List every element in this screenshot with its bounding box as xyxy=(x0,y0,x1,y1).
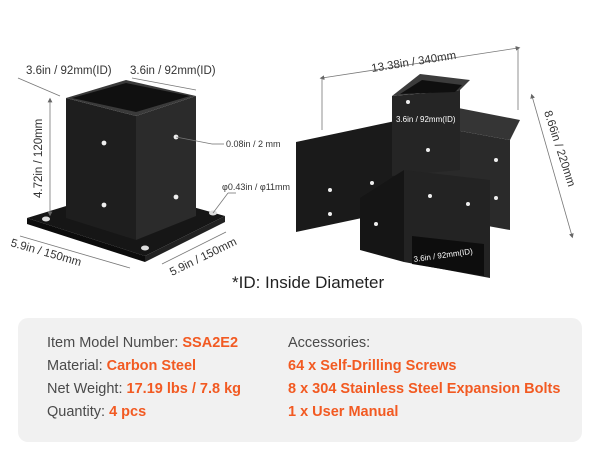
spec-material-label: Material: xyxy=(47,358,103,374)
accessory-item: 8 x 304 Stainless Steel Expansion Bolts xyxy=(288,381,561,397)
spec-material-value: Carbon Steel xyxy=(106,358,197,374)
dim-base-width-a: 5.9in / 150mm xyxy=(9,237,82,269)
dim-inside-width-a: 3.6in / 92mm(ID) xyxy=(26,65,112,77)
spec-weight-value: 17.19 lbs / 7.8 kg xyxy=(126,381,241,397)
spec-model-value: SSA2E2 xyxy=(182,335,239,351)
dim-hole-diameter: φ0.43in / φ11mm xyxy=(222,182,290,192)
connector-bracket xyxy=(296,74,520,278)
spec-model: Item Model Number: SSA2E2 xyxy=(47,332,241,355)
mount-hole-icon xyxy=(42,216,50,222)
mount-hole-icon xyxy=(141,245,149,251)
spec-quantity: Quantity: 4 pcs xyxy=(47,401,241,424)
spec-material: Material: Carbon Steel xyxy=(47,355,241,378)
dim-connector-length: 13.38in / 340mm xyxy=(371,50,457,75)
dim-thickness: 0.08in / 2 mm xyxy=(226,139,281,149)
connector-dimension-lines xyxy=(319,45,574,239)
accessories-list: Accessories: 64 x Self-Drilling Screws 8… xyxy=(288,332,560,424)
post-base-dimension-lines xyxy=(17,77,236,269)
spec-panel: Item Model Number: SSA2E2 Material: Carb… xyxy=(18,318,582,442)
dim-connector-depth: 8.66in / 220mm xyxy=(541,109,577,188)
post-base-bracket xyxy=(27,80,225,262)
accessories-title: Accessories: xyxy=(288,335,371,351)
spec-model-label: Item Model Number: xyxy=(47,335,179,351)
product-figure: 3.6in / 92mm(ID) 3.6in / 92mm(ID) 4.72in… xyxy=(9,45,577,279)
accessory-item: 1 x User Manual xyxy=(288,404,399,420)
spec-quantity-value: 4 pcs xyxy=(109,404,147,420)
id-note: *ID: Inside Diameter xyxy=(232,273,385,292)
spec-list: Item Model Number: SSA2E2 Material: Carb… xyxy=(47,332,241,424)
dim-top-inside: 3.6in / 92mm(ID) xyxy=(396,115,456,124)
spec-weight-label: Net Weight: xyxy=(47,381,123,397)
dim-inside-width-b: 3.6in / 92mm(ID) xyxy=(130,65,216,77)
spec-quantity-label: Quantity: xyxy=(47,404,106,420)
accessory-item: 64 x Self-Drilling Screws xyxy=(288,358,457,374)
dim-height: 4.72in / 120mm xyxy=(33,119,45,198)
spec-weight: Net Weight: 17.19 lbs / 7.8 kg xyxy=(47,378,241,401)
